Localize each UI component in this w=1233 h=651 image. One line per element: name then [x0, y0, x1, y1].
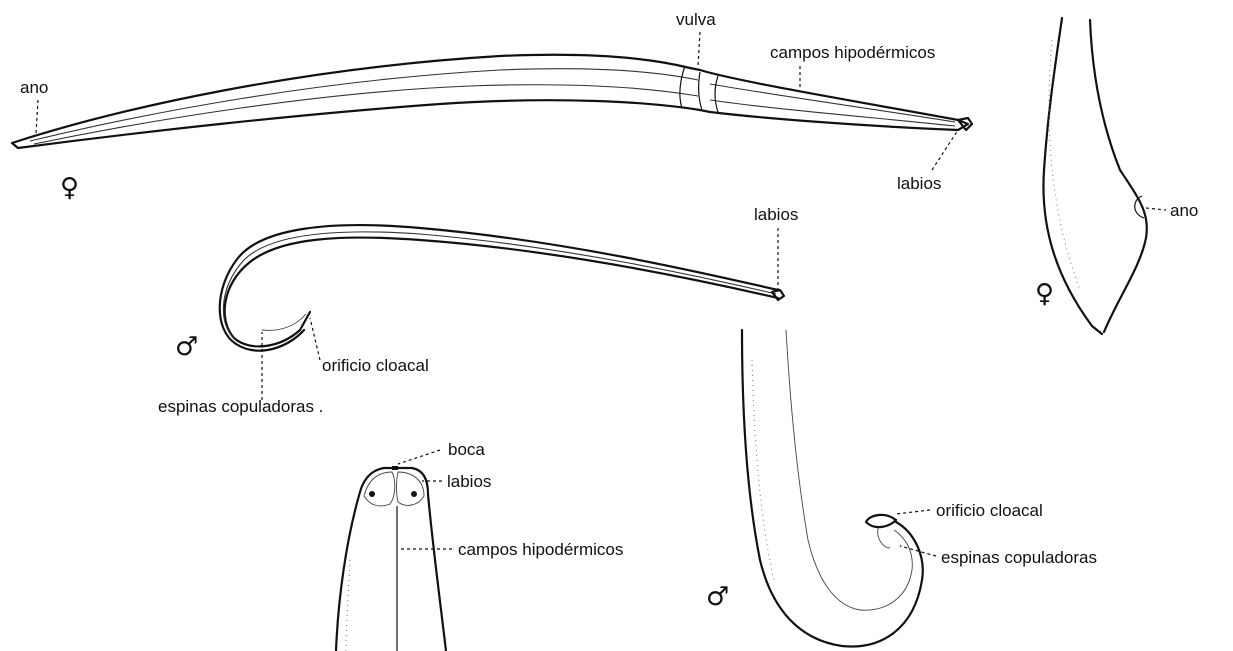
head-papilla-right — [411, 491, 417, 497]
male-tail-espinas-label: espinas copuladoras — [941, 548, 1097, 567]
male-body-outline-inner — [220, 225, 778, 351]
head-boca-leader — [398, 450, 440, 464]
male-symbol: ♂ — [175, 332, 198, 362]
female-tail-ano-leader — [1146, 208, 1166, 210]
male-tail — [742, 330, 923, 646]
female-symbol: ♀ — [60, 173, 79, 203]
female-tail-symbol: ♀ — [1035, 279, 1054, 309]
female-ano-label: ano — [20, 78, 48, 97]
male-whole-worm — [220, 225, 784, 351]
female-labios-leader — [932, 130, 958, 170]
male-tail-orificio-leader — [896, 510, 930, 514]
male-orificio-leader — [310, 318, 320, 360]
female-whole-worm — [12, 55, 972, 148]
head-detail — [336, 466, 446, 651]
male-labios-label: labios — [754, 205, 798, 224]
male-tail-inner-outline — [786, 330, 912, 610]
male-tail-outer-outline — [742, 330, 923, 646]
female-campos-label: campos hipodérmicos — [770, 43, 935, 62]
female-ano-leader — [36, 100, 38, 134]
head-mouth — [392, 466, 398, 470]
female-tail — [1043, 18, 1146, 334]
female-tail-ano-label: ano — [1170, 201, 1198, 220]
male-body-outline — [225, 238, 778, 347]
head-left-outline — [336, 468, 398, 651]
male-tail-orificio-label: orificio cloacal — [936, 501, 1043, 520]
head-lip-right — [397, 472, 425, 505]
female-labios-label: labios — [897, 174, 941, 193]
head-boca-label: boca — [448, 440, 485, 459]
male-tail-symbol: ♂ — [706, 582, 729, 612]
female-vulva-leader — [698, 32, 700, 66]
head-labios-label: labios — [447, 472, 491, 491]
male-espinas-label: espinas copuladoras . — [158, 397, 323, 416]
female-tail-right-outline — [1090, 20, 1147, 332]
female-vulva-label: vulva — [676, 10, 716, 29]
male-tail-cloacal-lip — [866, 515, 896, 527]
head-campos-label: campos hipodérmicos — [458, 540, 623, 559]
head-papilla-left — [369, 491, 375, 497]
head-right-outline — [398, 468, 446, 651]
male-orificio-label: orificio cloacal — [322, 356, 429, 375]
female-body-outline — [12, 55, 968, 148]
